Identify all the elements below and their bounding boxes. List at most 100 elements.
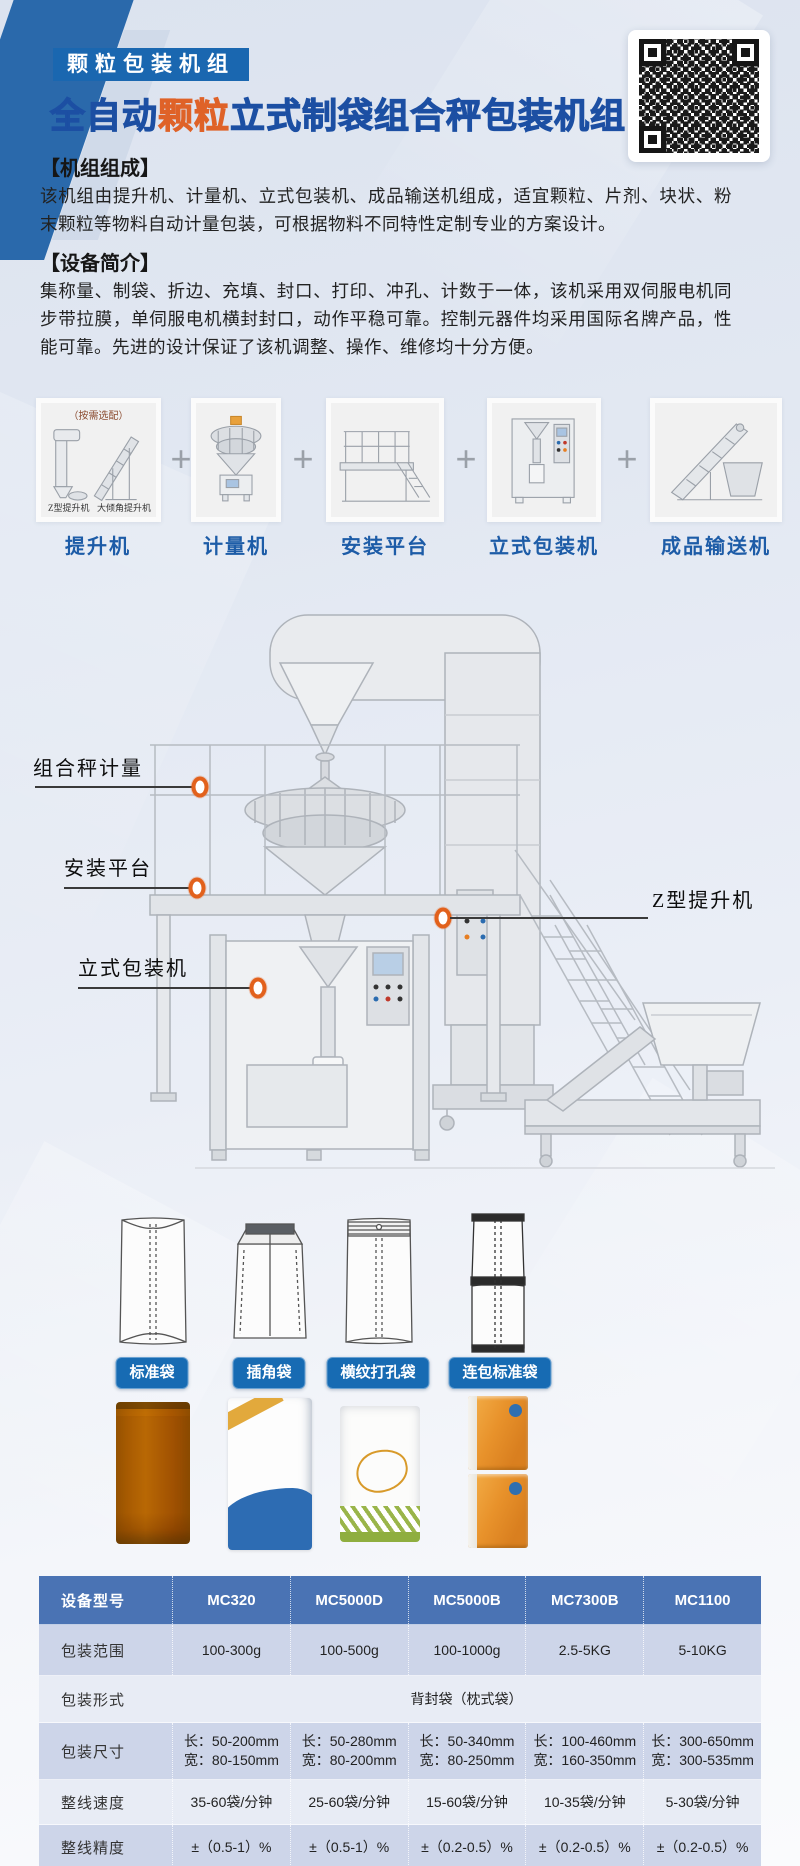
composition-body: 该机组由提升机、计量机、立式包装机、成品输送机组成，适宜颗粒、片剂、块状、粉末颗… — [40, 186, 732, 234]
range-value: 5-10KG — [643, 1625, 761, 1675]
spec-row-size: 包装尺寸 长：50-200mm 宽：80-150mm 长：50-280mm 宽：… — [39, 1723, 761, 1780]
machine-line-diagram — [149, 614, 775, 1169]
platform-illustration — [339, 431, 431, 502]
elevator-illustration — [52, 429, 140, 502]
accuracy-value: ±（0.5-1）% — [172, 1825, 290, 1866]
qr-finder-icon — [639, 39, 666, 66]
range-value: 100-1000g — [407, 1625, 526, 1675]
caption-incline-elevator: 大倾角提升机 — [96, 503, 151, 513]
intro-body: 集称量、制袋、折边、充填、封口、打印、冲孔、计数于一体，该机采用双伺服电机同步带… — [40, 281, 732, 357]
size-value: 长：300-650mm 宽：300-535mm — [643, 1723, 761, 1779]
col-header-mc5000d: MC5000D — [289, 1576, 408, 1624]
speed-value: 5-30袋/分钟 — [643, 1780, 761, 1824]
bag-bean-outline — [352, 1445, 412, 1497]
callout-dot-packer — [249, 977, 267, 999]
size-length: 长：100-460mm — [533, 1733, 637, 1749]
size-value: 长：50-280mm 宽：80-200mm — [289, 1723, 408, 1779]
size-length: 长：50-200mm — [183, 1733, 279, 1749]
bag-type-chip-chain: 连包标准袋 — [448, 1357, 552, 1389]
size-length: 长：50-340mm — [419, 1733, 515, 1749]
spec-table: 设备型号 MC320 MC5000D MC5000B MC7300B MC110… — [39, 1576, 761, 1866]
callout-line — [450, 917, 648, 919]
spec-row-speed: 整线速度 35-60袋/分钟 25-60袋/分钟 15-60袋/分钟 10-35… — [39, 1780, 761, 1825]
spec-row-form: 包装形式 背封袋（枕式袋） — [39, 1676, 761, 1723]
col-header-mc1100: MC1100 — [643, 1576, 761, 1624]
product-photo-gold-bag — [116, 1402, 190, 1544]
bag-art-standard — [119, 1217, 187, 1345]
row-label: 包装范围 — [61, 1643, 126, 1660]
size-value: 长：50-200mm 宽：80-150mm — [172, 1723, 290, 1779]
form-value: 背封袋（枕式袋） — [410, 1691, 523, 1707]
component-label-platform: 安装平台 — [341, 536, 429, 558]
row-label: 包装尺寸 — [61, 1744, 126, 1761]
size-width: 宽：160-350mm — [533, 1752, 637, 1768]
component-card-platform — [326, 398, 444, 522]
qr-finder-icon — [639, 126, 666, 153]
page-title: 全自动颗粒立式制袋组合秤包装机组 — [49, 88, 627, 139]
intro-heading: 【设备简介】 — [40, 253, 160, 275]
title-suffix: 立式制袋组合秤包装机组 — [229, 96, 627, 136]
size-width: 宽：80-150mm — [183, 1752, 279, 1768]
accuracy-value: ±（0.2-0.5）% — [525, 1825, 643, 1866]
component-card-elevator: （按需选配） Z型提升机 大倾角提升机 — [36, 398, 161, 522]
plus-separator: + — [170, 438, 192, 479]
col-header-mc5000b: MC5000B — [407, 1576, 526, 1624]
bag-art-gusset — [233, 1223, 307, 1339]
col-header-mc320: MC320 — [172, 1576, 290, 1624]
qr-finder-icon — [732, 39, 759, 66]
row-label: 整线精度 — [61, 1840, 126, 1857]
bag-type-chip-standard: 标准袋 — [115, 1357, 189, 1389]
row-label: 包装形式 — [61, 1692, 126, 1709]
speed-value: 35-60袋/分钟 — [172, 1780, 290, 1824]
plus-separator: + — [455, 438, 477, 479]
callout-weigher-label: 组合秤计量 — [33, 758, 143, 780]
product-photo-chain-bags — [468, 1396, 528, 1548]
plus-separator: + — [292, 438, 314, 479]
range-value: 100-500g — [289, 1625, 408, 1675]
callout-platform-label: 安装平台 — [64, 858, 152, 880]
chain-bag-top — [468, 1396, 528, 1470]
range-value: 100-300g — [172, 1625, 290, 1675]
callout-line — [35, 786, 200, 788]
component-card-conveyor — [650, 398, 782, 522]
qr-pattern — [639, 39, 759, 153]
packer-illustration — [511, 418, 575, 504]
bag-art-perforated — [345, 1217, 413, 1345]
accuracy-value: ±（0.5-1）% — [289, 1825, 408, 1866]
callout-dot-platform — [188, 877, 206, 899]
bag-art-chain — [470, 1213, 526, 1353]
component-label-conveyor: 成品输送机 — [661, 536, 771, 558]
plus-separator: + — [616, 438, 638, 479]
product-photo-gusset-bag — [228, 1398, 312, 1550]
callout-dot-weigher — [191, 776, 209, 798]
size-value: 长：100-460mm 宽：160-350mm — [525, 1723, 643, 1779]
callout-line — [64, 887, 197, 889]
callout-dot-elevator — [434, 907, 452, 929]
accuracy-value: ±（0.2-0.5）% — [407, 1825, 526, 1866]
chain-bag-bottom — [468, 1474, 528, 1548]
bag-type-chip-perforated: 横纹打孔袋 — [326, 1357, 430, 1389]
callout-line — [78, 987, 258, 989]
accuracy-value: ±（0.2-0.5）% — [643, 1825, 761, 1866]
size-width: 宽：300-535mm — [651, 1752, 754, 1768]
size-width: 宽：80-200mm — [301, 1752, 397, 1768]
caption-z-elevator: Z型提升机 — [48, 503, 90, 513]
spec-row-accuracy: 整线精度 ±（0.5-1）% ±（0.5-1）% ±（0.2-0.5）% ±（0… — [39, 1825, 761, 1866]
component-label-packer: 立式包装机 — [489, 536, 599, 558]
title-prefix: 全自动 — [49, 96, 159, 136]
component-label-elevator: 提升机 — [65, 536, 131, 558]
conveyor-illustration — [670, 423, 763, 501]
spec-row-range: 包装范围 100-300g 100-500g 100-1000g 2.5-5KG… — [39, 1625, 761, 1676]
callout-elevator-label: Z型提升机 — [652, 890, 755, 912]
size-value: 长：50-340mm 宽：80-250mm — [407, 1723, 526, 1779]
speed-value: 25-60袋/分钟 — [289, 1780, 408, 1824]
bag-blue-panel — [228, 1488, 312, 1550]
component-label-weigher: 计量机 — [203, 536, 269, 558]
range-value: 2.5-5KG — [525, 1625, 643, 1675]
bag-gold-accent — [228, 1398, 284, 1434]
bag-stripe-band — [340, 1506, 420, 1532]
product-photo-pillow-bag — [340, 1406, 420, 1542]
bag-green-strip — [340, 1532, 420, 1542]
callout-packer-label: 立式包装机 — [78, 958, 188, 980]
